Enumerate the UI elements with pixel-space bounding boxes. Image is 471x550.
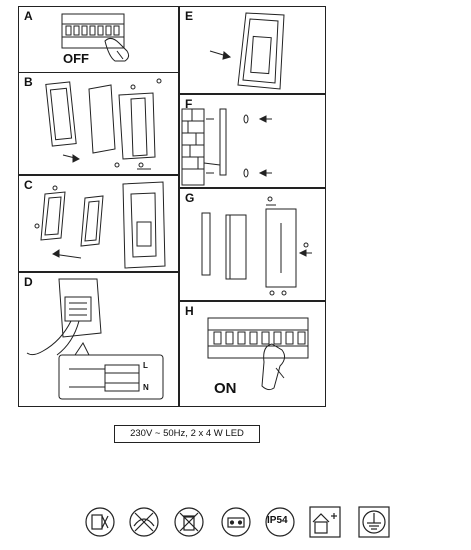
mount-base-illustration xyxy=(209,12,285,90)
panel-label: F xyxy=(185,97,193,111)
panel-f: F xyxy=(179,94,326,188)
cover-removal-illustration xyxy=(34,181,166,269)
panel-label: D xyxy=(24,275,33,289)
panel-label: E xyxy=(185,9,194,23)
panel-label: H xyxy=(185,304,194,318)
no-cover-insulation-icon xyxy=(128,506,160,538)
panel-label: G xyxy=(185,191,195,205)
earth-ground-icon xyxy=(358,506,390,538)
panel-label: A xyxy=(24,9,33,23)
power-spec-label: 230V ~ 50Hz, 2 x 4 W LED xyxy=(114,425,260,443)
breaker-on-illustration xyxy=(207,317,309,391)
indoor-outdoor-icon xyxy=(309,506,341,538)
terminal-label-l: L xyxy=(143,361,148,370)
panel-g: G xyxy=(179,188,326,301)
panel-a: A OFF xyxy=(18,6,179,73)
breaker-switch-illustration xyxy=(61,13,130,62)
panel-h-caption: ON xyxy=(214,380,237,397)
ip-rating-badge: IP54 xyxy=(264,506,296,538)
wiring-illustration xyxy=(26,278,164,400)
panel-label: C xyxy=(24,178,33,192)
no-disposal-bin-icon xyxy=(173,506,205,538)
panel-c: C xyxy=(18,175,179,272)
panel-b: B xyxy=(18,72,179,175)
wall-fixing-illustration xyxy=(181,108,272,186)
panel-label: B xyxy=(24,75,33,89)
mounting-surface-icon xyxy=(84,506,116,538)
ip-rating-text: IP54 xyxy=(267,515,288,526)
terminal-label-n: N xyxy=(143,383,149,392)
disassembly-illustration xyxy=(45,78,162,170)
panel-h: H ON xyxy=(179,301,326,407)
panel-e: E xyxy=(179,6,326,94)
reassembly-illustration xyxy=(201,196,312,296)
panel-d: D L N xyxy=(18,272,179,407)
panel-a-caption: OFF xyxy=(63,51,89,66)
led-driver-icon xyxy=(220,506,252,538)
